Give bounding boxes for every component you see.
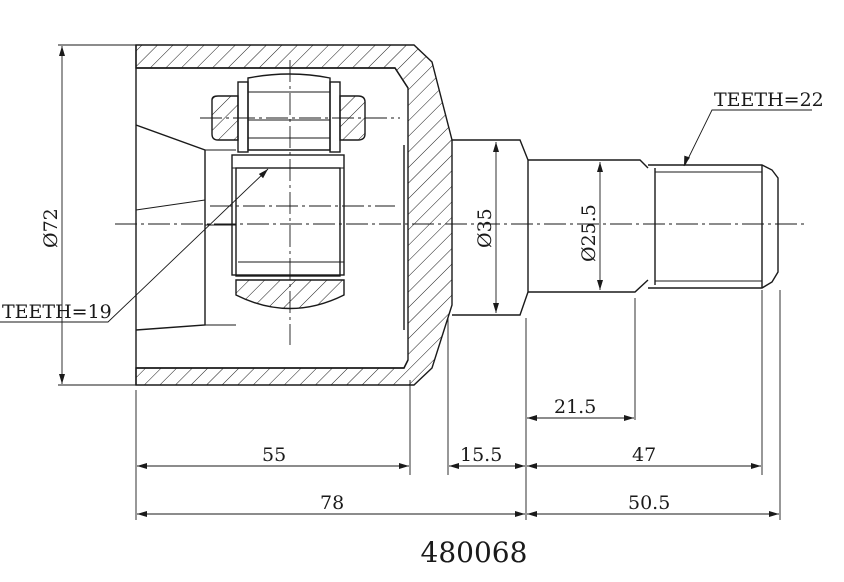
label-teeth-inner: TEETH=19	[2, 301, 112, 323]
dim-spline-length: 47	[632, 444, 656, 466]
dim-total-shaft-length: 50.5	[628, 492, 670, 514]
label-teeth-outer: TEETH=22	[714, 89, 824, 111]
shaft	[452, 139, 779, 316]
tripod-assembly	[211, 73, 366, 310]
dim-shaft-diameter: Ø35	[474, 208, 496, 248]
dim-housing-length: 55	[262, 444, 286, 466]
dim-neck-length: 21.5	[554, 396, 596, 418]
dimension-lines	[59, 46, 779, 517]
dim-collar-length: 15.5	[460, 444, 502, 466]
dim-spline-diameter: Ø25.5	[578, 204, 600, 262]
leader-lines	[0, 109, 812, 323]
dim-outer-diameter: Ø72	[40, 208, 62, 248]
housing	[135, 44, 453, 386]
center-lines	[115, 60, 808, 345]
dim-total-body-length: 78	[320, 492, 344, 514]
part-number: 480068	[421, 536, 528, 569]
extension-lines	[58, 44, 781, 520]
